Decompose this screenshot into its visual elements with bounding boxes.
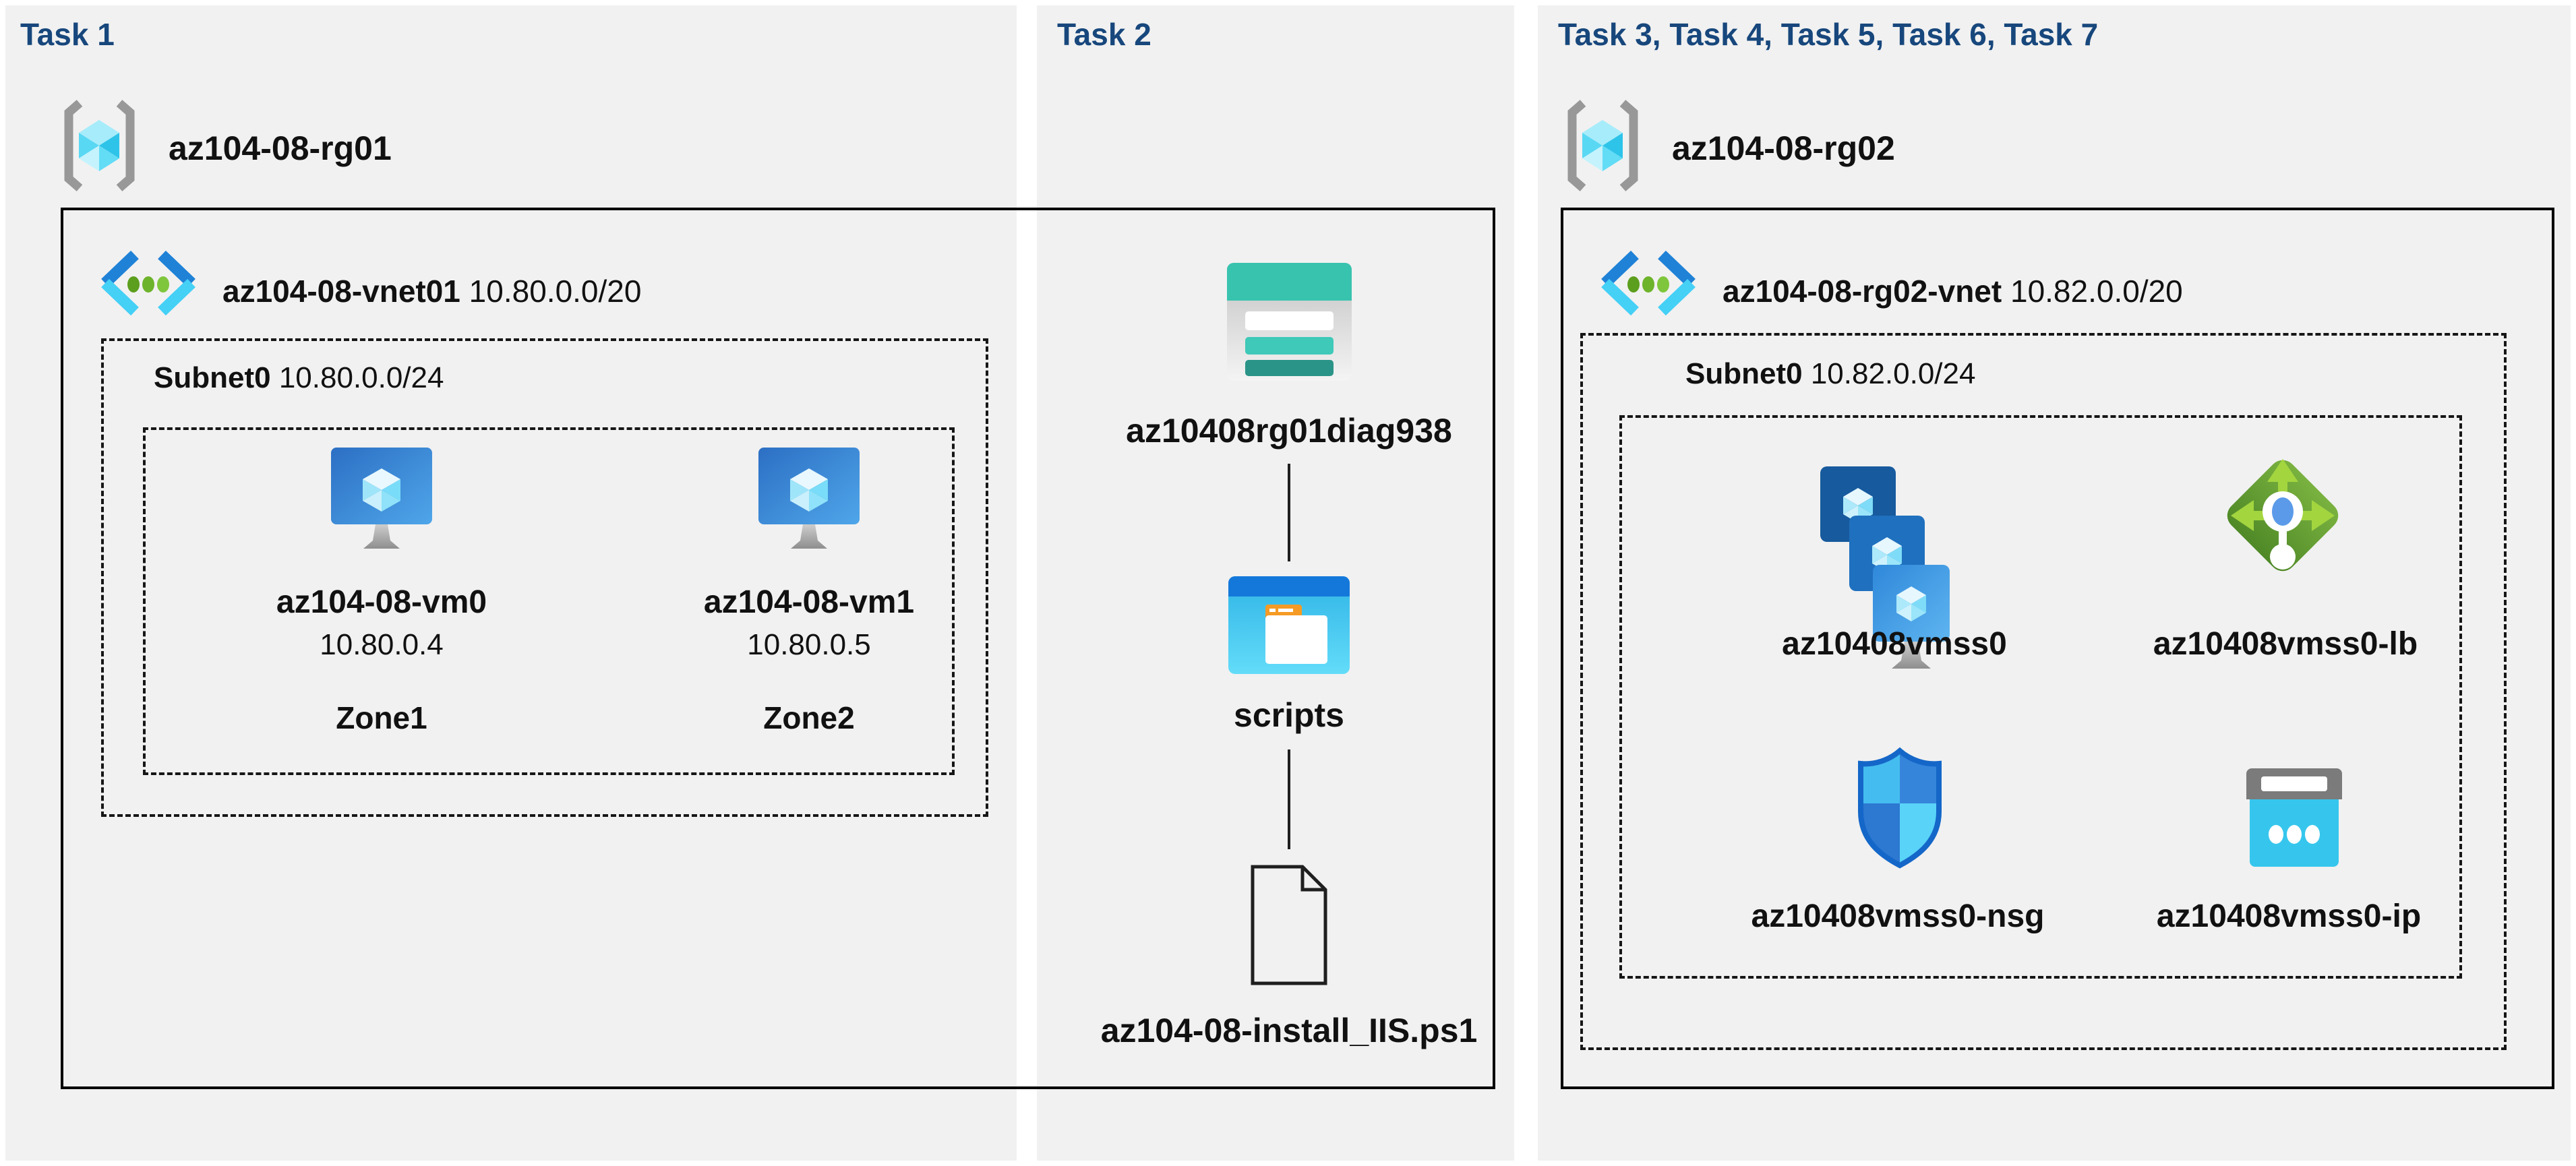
vnet1-cidr: 10.80.0.0/20 (469, 274, 642, 309)
subnet2-name: Subnet0 (1685, 357, 1803, 390)
subnet1-label: Subnet0 10.80.0.0/24 (154, 361, 444, 395)
subnet2-label: Subnet0 10.82.0.0/24 (1685, 357, 1975, 391)
connector-storage-to-container (1288, 464, 1290, 561)
vmss-name: az10408vmss0 (1782, 626, 2007, 662)
virtual-machine-icon (331, 448, 432, 557)
file-name: az104-08-install_IIS.ps1 (1100, 1012, 1478, 1049)
vnet2-label: az104-08-rg02-vnet 10.82.0.0/20 (1723, 273, 2183, 309)
public-ip-icon (2246, 768, 2342, 869)
vnet1-name: az104-08-vnet01 (222, 274, 460, 309)
subnet1-box (101, 338, 988, 817)
vnet1-label: az104-08-vnet01 10.80.0.0/20 (222, 273, 641, 309)
vm0-ip: 10.80.0.4 (320, 628, 444, 661)
resource-group2-name: az104-08-rg02 (1672, 129, 1895, 167)
resource-group-icon (54, 98, 145, 193)
connector-container-to-file (1288, 749, 1290, 849)
vnet2-cidr: 10.82.0.0/20 (2010, 274, 2183, 309)
virtual-machine-icon (758, 448, 860, 557)
subnet2-box (1580, 333, 2507, 1050)
storage-account-icon (1227, 263, 1352, 381)
panel-task3-7 (1538, 5, 2571, 1161)
vm-group-box (143, 427, 955, 775)
lb-name: az10408vmss0-lb (2153, 626, 2418, 662)
vnet2-box (1561, 208, 2554, 1089)
storage-account-name: az10408rg01diag938 (1126, 412, 1452, 450)
panel-title-task3-7: Task 3, Task 4, Task 5, Task 6, Task 7 (1558, 17, 2099, 52)
file-icon (1246, 863, 1332, 987)
resource-group-name: az104-08-rg01 (169, 129, 392, 167)
vnet2-name: az104-08-rg02-vnet (1723, 274, 2002, 309)
vm0-zone: Zone1 (336, 700, 427, 735)
blob-container-icon (1228, 576, 1350, 674)
container-name: scripts (1234, 696, 1344, 734)
vm1-name: az104-08-vm1 (703, 584, 915, 620)
resource-group-icon (1557, 98, 1648, 193)
virtual-network-icon (1594, 248, 1702, 318)
panel-task1 (5, 5, 1017, 1161)
subnet1-name: Subnet0 (154, 361, 271, 394)
vnet1-box (61, 208, 1495, 1089)
subnet2-cidr: 10.82.0.0/24 (1810, 357, 1976, 390)
vm0-name: az104-08-vm0 (276, 584, 487, 620)
vmss-group-box (1619, 415, 2462, 979)
subnet1-cidr: 10.80.0.0/24 (278, 361, 444, 394)
load-balancer-icon (2221, 447, 2344, 587)
panel-title-task1: Task 1 (20, 17, 115, 52)
vm1-zone: Zone2 (763, 700, 855, 735)
ip-name: az10408vmss0-ip (2156, 898, 2422, 934)
vm-scale-set-icon (1819, 465, 1954, 684)
panel-title-task2: Task 2 (1057, 17, 1151, 52)
nsg-name: az10408vmss0-nsg (1751, 898, 2045, 934)
vm1-ip: 10.80.0.5 (747, 628, 871, 661)
nsg-shield-icon (1854, 747, 1946, 869)
virtual-network-icon (94, 248, 202, 318)
